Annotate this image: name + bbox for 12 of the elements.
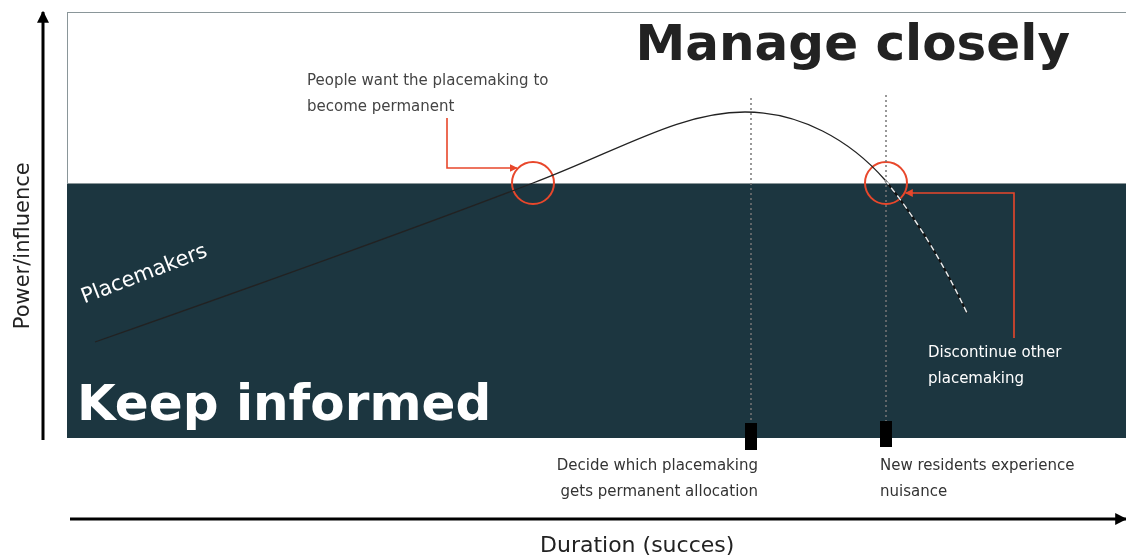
callout-text: Discontinue other placemaking [928, 339, 1098, 391]
band-heading: Manage closely [635, 13, 1070, 73]
axis-label: Power/influence [9, 161, 36, 331]
arrow [446, 117, 518, 172]
arrow [904, 189, 1015, 339]
top-band [67, 12, 1126, 183]
band-heading: Keep informed [77, 373, 492, 434]
bottom-band [67, 183, 1126, 438]
axis-label: Duration (succes) [540, 531, 735, 559]
event-label: New residents experience nuisance [880, 455, 1076, 502]
callout-text: People want the placemaking to become permanent [307, 67, 597, 119]
event-label: Decide which placemaking gets permanent allocation [555, 455, 758, 502]
